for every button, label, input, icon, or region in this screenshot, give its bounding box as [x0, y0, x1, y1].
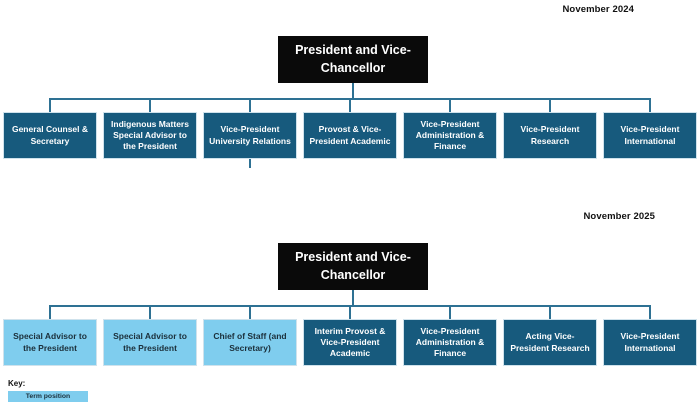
connector-stub [149, 98, 151, 112]
org-column: Vice-President International [603, 98, 697, 168]
connector-root-stem [352, 290, 354, 305]
org-box: Provost & Vice-President Academic [303, 112, 397, 159]
connector-root-stem [352, 83, 354, 98]
connector-stub [349, 98, 351, 112]
org-box: Vice-President International [603, 112, 697, 159]
connector-stub [249, 98, 251, 112]
org-column: Interim Provost & Vice-President Academi… [303, 305, 397, 366]
legend-term-position-label: Term position [25, 393, 71, 400]
org-box: Interim Provost & Vice-President Academi… [303, 319, 397, 366]
connector-stub [449, 305, 451, 319]
legend-term-position-swatch: Term position [8, 391, 88, 402]
org-column: Vice-President Administration & Finance [403, 305, 497, 366]
org-box: General Counsel & Secretary [3, 112, 97, 159]
org-column: Vice-President Research [503, 98, 597, 168]
org-box: Acting Vice-President Research [503, 319, 597, 366]
connector-stub [549, 98, 551, 112]
legend-key: Key: Term position [8, 379, 88, 402]
connector-stub [449, 98, 451, 112]
root-box-president: President and Vice-Chancellor [278, 243, 428, 290]
org-column: Chief of Staff (and Secretary) [203, 305, 297, 366]
org-column: Acting Vice-President Research [503, 305, 597, 366]
connector-stub [49, 305, 51, 319]
org-column: Indigenous Matters Special Advisor to th… [103, 98, 197, 168]
org-column: Special Advisor to the President [103, 305, 197, 366]
org-box: Indigenous Matters Special Advisor to th… [103, 112, 197, 159]
org-box: Chief of Staff (and Secretary) [203, 319, 297, 366]
org-column: Vice-President International [603, 305, 697, 366]
org-column: Vice-President University Relations [203, 98, 297, 168]
org-box: Vice-President Administration & Finance [403, 319, 497, 366]
org-column: General Counsel & Secretary [3, 98, 97, 168]
org-box: Vice-President University Relations [203, 112, 297, 159]
connector-stub [649, 98, 651, 112]
connector-tail-stub [249, 159, 251, 168]
chart-date-label: November 2024 [562, 4, 634, 15]
org-box: Special Advisor to the President [103, 319, 197, 366]
org-column: Provost & Vice-President Academic [303, 98, 397, 168]
connector-stub [349, 305, 351, 319]
org-box: Vice-President International [603, 319, 697, 366]
connector-stub [149, 305, 151, 319]
chart-date-label: November 2025 [583, 211, 655, 222]
root-box-president: President and Vice-Chancellor [278, 36, 428, 83]
org-box: Vice-President Administration & Finance [403, 112, 497, 159]
legend-key-title: Key: [8, 379, 26, 388]
org-box: Vice-President Research [503, 112, 597, 159]
org-column: Special Advisor to the President [3, 305, 97, 366]
org-box: Special Advisor to the President [3, 319, 97, 366]
org-column: Vice-President Administration & Finance [403, 98, 497, 168]
connector-stub [249, 305, 251, 319]
connector-stub [549, 305, 551, 319]
connector-stub [649, 305, 651, 319]
connector-stub [49, 98, 51, 112]
